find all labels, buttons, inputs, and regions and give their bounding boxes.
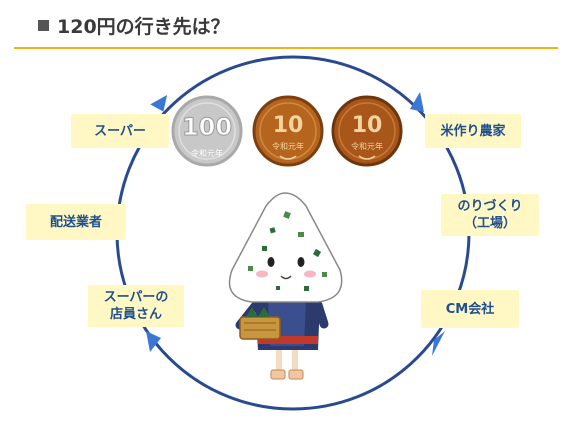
label-store-staff-line2: 店員さん <box>109 307 162 322</box>
cycle-arrow-top-right <box>410 92 424 112</box>
coin-10-era-2: 令和元年 <box>351 141 383 151</box>
coin-100-icon: 100 令和元年 <box>171 95 243 167</box>
coin-10-value-2: 10 <box>352 113 383 138</box>
coin-100-value: 100 <box>182 113 232 141</box>
cycle-arrow-top-left <box>150 94 168 112</box>
label-rice-farmer: 米作り農家 <box>425 114 521 148</box>
onigiri-character-icon <box>228 192 343 380</box>
title-underline <box>14 47 558 49</box>
label-cm-company: CM会社 <box>421 290 519 328</box>
label-factory-line2: （工場） <box>463 216 516 231</box>
coin-100-era: 令和元年 <box>191 148 223 158</box>
label-factory: のりづくり （工場） <box>441 194 539 236</box>
page-title: 120円の行き先は？ <box>38 12 230 39</box>
title-bullet <box>38 20 49 31</box>
label-delivery: 配送業者 <box>26 204 126 240</box>
cycle-arrow-bottom-right <box>432 331 445 356</box>
coin-10-icon: 10 令和元年 <box>252 95 324 167</box>
coin-10-icon-2: 10 令和元年 <box>331 95 403 167</box>
label-store-staff: スーパーの 店員さん <box>88 285 184 327</box>
title-text: 120円の行き先は？ <box>57 16 230 38</box>
coin-10-value: 10 <box>273 113 304 138</box>
coin-10-era: 令和元年 <box>272 141 304 151</box>
label-factory-line1: のりづくり <box>457 199 523 214</box>
label-store-staff-line1: スーパーの <box>103 290 169 305</box>
label-supermarket: スーパー <box>71 114 169 148</box>
cycle-arrow-bottom-left <box>146 331 161 352</box>
